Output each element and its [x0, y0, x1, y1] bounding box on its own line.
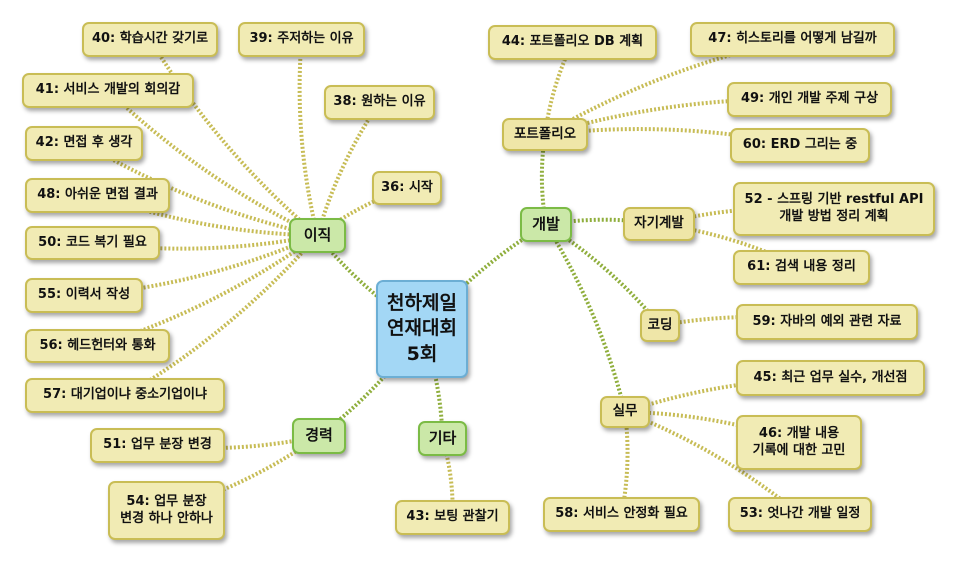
node-label: 41: 서비스 개발의 회의감 — [35, 82, 181, 98]
connector-line — [83, 233, 319, 298]
node-label: 55: 이력서 작성 — [37, 287, 131, 303]
leaf-topic-node[interactable]: 59: 자바의 예외 관련 자료 — [736, 304, 918, 340]
node-label: 경력 — [305, 426, 333, 445]
leaf-topic-node[interactable]: 42: 면접 후 생각 — [25, 126, 143, 161]
branch-topic-node[interactable]: 이직 — [289, 218, 346, 253]
leaf-topic-node[interactable]: 36: 시작 — [372, 171, 442, 205]
node-label: 개발 — [532, 214, 560, 233]
node-label: 자기계발 — [634, 215, 684, 232]
leaf-topic-node[interactable]: 43: 보팅 관찰기 — [395, 500, 510, 535]
node-label: 45: 최근 업무 실수, 개선점 — [753, 369, 908, 385]
leaf-topic-node[interactable]: 41: 서비스 개발의 회의감 — [22, 73, 194, 108]
node-label: 52 - 스프링 기반 restful API 개발 방법 정리 계획 — [744, 192, 924, 224]
node-label: 47: 히스토리를 어떻게 남길까 — [708, 31, 877, 47]
connector-line — [544, 223, 627, 413]
node-label: 포트폴리오 — [513, 125, 577, 142]
leaf-topic-node[interactable]: 51: 업무 분장 변경 — [90, 428, 225, 463]
node-label: 51: 업무 분장 변경 — [103, 437, 212, 453]
node-label: 36: 시작 — [381, 179, 433, 195]
leaf-topic-node[interactable]: 48: 아쉬운 면접 결과 — [25, 178, 170, 213]
node-label: 이직 — [303, 225, 332, 244]
mid-topic-node[interactable]: 실무 — [600, 396, 650, 428]
leaf-topic-node[interactable]: 46: 개발 내용 기록에 대한 고민 — [736, 415, 862, 470]
leaf-topic-node[interactable]: 44: 포트폴리오 DB 계획 — [488, 25, 657, 60]
node-label: 기타 — [428, 428, 457, 447]
branch-topic-node[interactable]: 개발 — [520, 207, 572, 242]
leaf-topic-node[interactable]: 40: 학습시간 갖기로 — [82, 22, 218, 57]
leaf-topic-node[interactable]: 60: ERD 그리는 중 — [730, 128, 870, 163]
node-label: 실무 — [612, 403, 638, 420]
leaf-topic-node[interactable]: 45: 최근 업무 실수, 개선점 — [736, 360, 925, 396]
node-label: 42: 면접 후 생각 — [35, 135, 133, 151]
leaf-topic-node[interactable]: 49: 개인 개발 주제 구상 — [727, 82, 892, 117]
node-label: 56: 헤드헌터와 통화 — [39, 337, 156, 353]
node-label: 53: 엇나간 개발 일정 — [739, 506, 861, 522]
node-label: 천하제일 연재대회 5회 — [387, 291, 457, 365]
node-label: 43: 보팅 관찰기 — [406, 509, 499, 525]
node-label: 58: 서비스 안정화 필요 — [555, 506, 688, 522]
connector-line — [148, 38, 319, 238]
leaf-topic-node[interactable]: 52 - 스프링 기반 restful API 개발 방법 정리 계획 — [733, 182, 935, 236]
node-label: 60: ERD 그리는 중 — [742, 137, 858, 153]
branch-topic-node[interactable]: 기타 — [418, 421, 467, 456]
leaf-topic-node[interactable]: 56: 헤드헌터와 통화 — [25, 329, 170, 363]
mid-topic-node[interactable]: 포트폴리오 — [502, 118, 588, 151]
node-label: 39: 주저하는 이유 — [249, 31, 354, 47]
connector-line — [157, 434, 320, 451]
node-label: 49: 개인 개발 주제 구상 — [740, 91, 879, 107]
leaf-topic-node[interactable]: 61: 검색 내용 정리 — [733, 250, 870, 285]
node-label: 61: 검색 내용 정리 — [747, 259, 856, 275]
root-topic-node[interactable]: 천하제일 연재대회 5회 — [376, 280, 468, 378]
node-label: 44: 포트폴리오 DB 계획 — [501, 34, 644, 50]
node-label: 46: 개발 내용 기록에 대한 고민 — [752, 425, 846, 458]
node-label: 48: 아쉬운 면접 결과 — [37, 187, 158, 203]
leaf-topic-node[interactable]: 57: 대기업이냐 중소기업이냐 — [25, 378, 225, 413]
node-label: 38: 원하는 이유 — [333, 94, 426, 110]
connector-line — [420, 222, 548, 331]
node-label: 57: 대기업이냐 중소기업이냐 — [43, 387, 207, 403]
leaf-topic-node[interactable]: 54: 업무 분장 변경 하나 안하나 — [108, 481, 225, 540]
leaf-topic-node[interactable]: 47: 히스토리를 어떻게 남길까 — [690, 22, 895, 57]
connector-line — [297, 39, 320, 236]
node-label: 40: 학습시간 갖기로 — [91, 31, 209, 47]
leaf-topic-node[interactable]: 38: 원하는 이유 — [324, 85, 435, 120]
node-label: 59: 자바의 예외 관련 자료 — [752, 313, 902, 329]
leaf-topic-node[interactable]: 55: 이력서 작성 — [25, 278, 143, 313]
leaf-topic-node[interactable]: 53: 엇나간 개발 일정 — [728, 497, 872, 532]
connector-line — [123, 234, 320, 398]
connector-line — [106, 89, 319, 238]
mid-topic-node[interactable]: 자기계발 — [623, 207, 695, 241]
leaf-topic-node[interactable]: 39: 주저하는 이유 — [238, 22, 365, 57]
mid-topic-node[interactable]: 코딩 — [640, 309, 680, 342]
node-label: 54: 업무 분장 변경 하나 안하나 — [120, 493, 213, 526]
leaf-topic-node[interactable]: 58: 서비스 안정화 필요 — [543, 497, 700, 532]
branch-topic-node[interactable]: 경력 — [292, 418, 346, 454]
leaf-topic-node[interactable]: 50: 코드 복기 필요 — [25, 226, 160, 260]
node-label: 코딩 — [647, 316, 673, 333]
node-label: 50: 코드 복기 필요 — [38, 234, 147, 250]
